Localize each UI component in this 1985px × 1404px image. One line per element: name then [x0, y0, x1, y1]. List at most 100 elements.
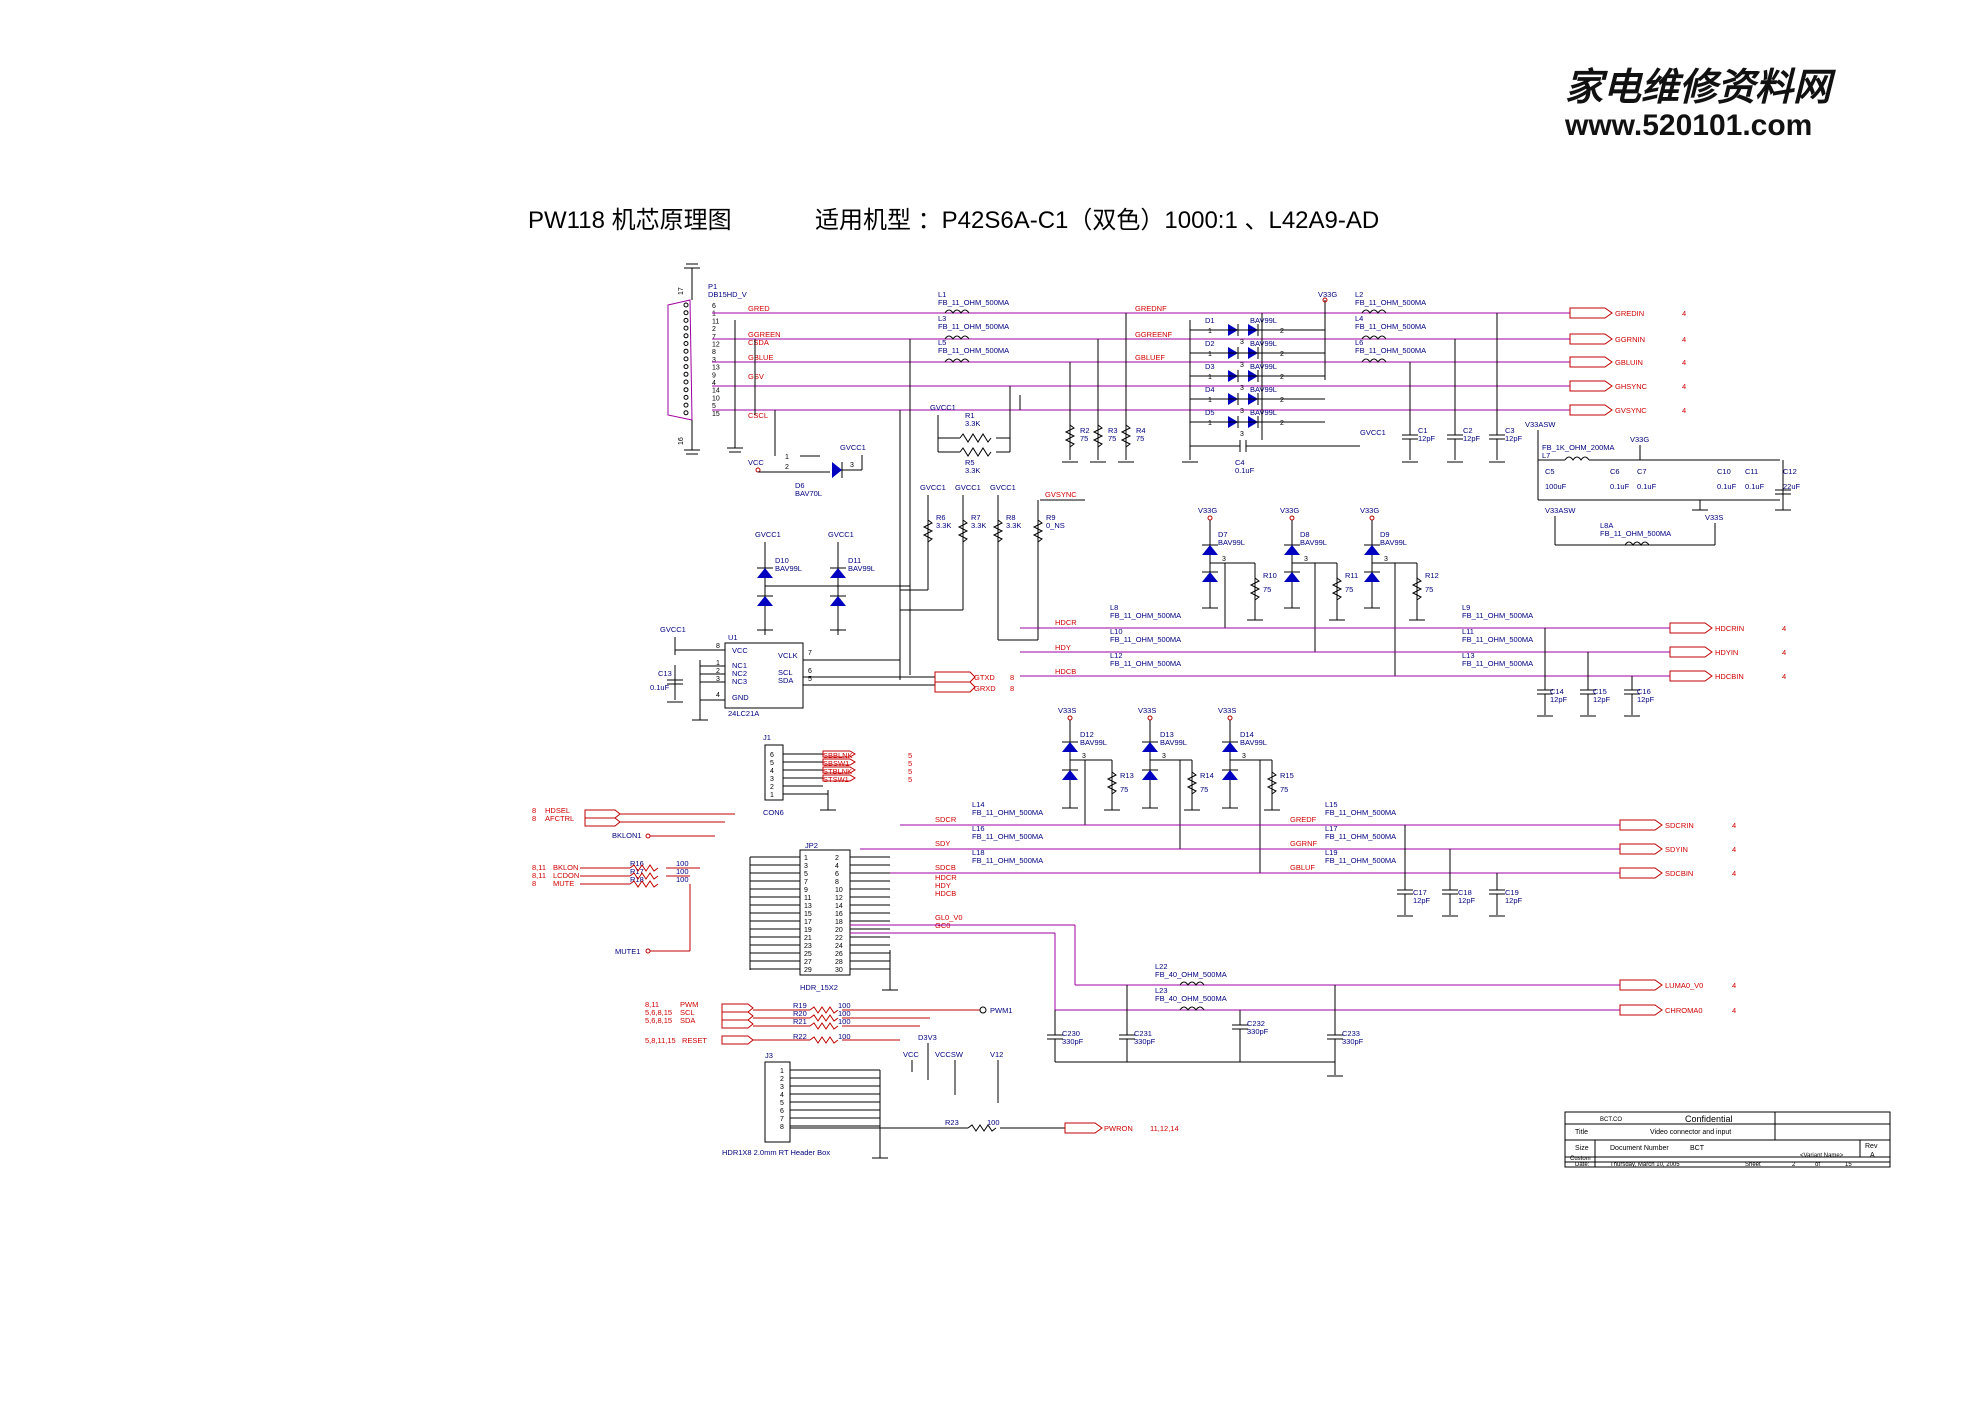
svg-text:L8: L8 [1110, 603, 1118, 612]
svg-text:GVCC1: GVCC1 [840, 443, 866, 452]
p1-pin-dot [683, 402, 689, 408]
port-label: HDYIN [1715, 648, 1738, 657]
page-title: PW118 机芯原理图 [528, 207, 732, 234]
p1-pin-dot [683, 317, 689, 323]
p1-pin: 3 [712, 357, 716, 364]
power-label: V33G [1198, 506, 1217, 515]
diode-value: BAV99L [1250, 362, 1277, 371]
svg-text:R18: R18 [630, 875, 644, 884]
svg-text:3: 3 [1222, 556, 1226, 563]
svg-text:5,6,8,15: 5,6,8,15 [645, 1016, 672, 1025]
svg-text:FB_11_OHM_500MA: FB_11_OHM_500MA [1110, 611, 1181, 620]
svg-text:VCC: VCC [903, 1050, 919, 1059]
svg-text:Size: Size [1575, 1145, 1589, 1152]
svg-text:VCLK: VCLK [778, 651, 798, 660]
svg-text:BAV99L: BAV99L [848, 564, 875, 573]
port-label: CHROMA0 [1665, 1006, 1703, 1015]
port-shape [1569, 356, 1613, 368]
power-label: V33S [1138, 706, 1156, 715]
jp2-pin: 27 [804, 959, 812, 966]
svg-text:HDCB: HDCB [1055, 667, 1076, 676]
svg-text:L22: L22 [1155, 962, 1168, 971]
svg-text:VCCSW: VCCSW [935, 1050, 964, 1059]
resistor-value: 75 [1200, 785, 1208, 794]
svg-text:330pF: 330pF [1247, 1027, 1269, 1036]
svg-text:3: 3 [1242, 753, 1246, 760]
j3-pin: 2 [780, 1076, 784, 1083]
diode-value: BAV99L [1250, 316, 1277, 325]
connector-jp2: JP2 HDR_15X2 135791113151719212325272924… [749, 841, 963, 992]
resistor-value: 75 [1425, 585, 1433, 594]
svg-text:GGRNF: GGRNF [1290, 839, 1318, 848]
resistor-ref: R10 [1263, 571, 1277, 580]
svg-text:R6: R6 [936, 513, 946, 522]
svg-text:L19: L19 [1325, 848, 1338, 857]
tb-docnum: BCT [1690, 1145, 1705, 1152]
p1-pin: 5 [712, 403, 716, 410]
svg-text:GRXD: GRXD [974, 684, 996, 693]
resistor-mark [1186, 771, 1198, 795]
svg-text:Sheet: Sheet [1745, 1162, 1761, 1168]
svg-text:R21: R21 [793, 1017, 807, 1026]
diode-value: BAV99L [1380, 538, 1407, 547]
svg-text:CON6: CON6 [763, 808, 784, 817]
svg-text:8: 8 [1010, 673, 1014, 682]
svg-text:12pF: 12pF [1418, 434, 1436, 443]
jp2-pin: 17 [804, 919, 812, 926]
j3-pin: 8 [780, 1124, 784, 1131]
svg-text:GVCC1: GVCC1 [660, 625, 686, 634]
diode-ref: D13 [1160, 730, 1174, 739]
svg-text:R17: R17 [630, 867, 644, 876]
svg-text:BAV70L: BAV70L [795, 489, 822, 498]
svg-text:HDSEL: HDSEL [545, 806, 570, 815]
svg-text:J3: J3 [765, 1051, 773, 1060]
svg-text:of: of [1815, 1162, 1820, 1168]
svg-text:FB_11_OHM_500MA: FB_11_OHM_500MA [972, 808, 1043, 817]
svg-text:1: 1 [1208, 351, 1212, 358]
svg-text:C16: C16 [1637, 687, 1651, 696]
resistor-mark [1249, 577, 1261, 601]
p1-pin: 10 [712, 395, 720, 402]
p1-pin-dot [683, 302, 689, 308]
svg-text:C14: C14 [1550, 687, 1564, 696]
eeprom-u1: GVCC1 U1 24LC21A VCC NC1 NC2 NC3 GND VCL… [650, 625, 935, 721]
svg-text:3: 3 [1240, 431, 1244, 438]
svg-text:2: 2 [1792, 1162, 1796, 1168]
p1-pin: 7 [712, 334, 716, 341]
svg-text:3: 3 [1240, 362, 1244, 369]
p1-pin-dot [683, 325, 689, 331]
jp2-pin: 25 [804, 951, 812, 958]
svg-text:12pF: 12pF [1505, 896, 1523, 905]
tb-title: Video connector and input [1650, 1129, 1731, 1136]
jp2-pin: 26 [835, 951, 843, 958]
diode-ref: D8 [1300, 530, 1310, 539]
jp2-pin: 18 [835, 919, 843, 926]
port-page: 4 [1782, 672, 1786, 681]
svg-text:L12: L12 [1110, 651, 1123, 660]
svg-text:BKLON: BKLON [553, 863, 578, 872]
svg-text:RESET: RESET [682, 1036, 707, 1045]
svg-text:5: 5 [908, 759, 912, 768]
svg-text:1: 1 [1208, 420, 1212, 427]
p1-pin: 8 [712, 349, 716, 356]
svg-text:100: 100 [838, 1009, 851, 1018]
p1-pin-dot [683, 364, 689, 370]
jp2-pin: 12 [835, 895, 843, 902]
svg-text:6: 6 [808, 668, 812, 675]
svg-text:12pF: 12pF [1550, 695, 1568, 704]
svg-text:GVCC1: GVCC1 [828, 530, 854, 539]
svg-text:VCC: VCC [748, 458, 764, 467]
svg-text:L18: L18 [972, 848, 985, 857]
svg-text:V33G: V33G [1318, 290, 1337, 299]
svg-text:3.3K: 3.3K [971, 521, 986, 530]
svg-text:3: 3 [1304, 556, 1308, 563]
jp2-pin: 19 [804, 927, 812, 934]
diode-mark [1222, 742, 1238, 752]
svg-text:Rev: Rev [1865, 1143, 1878, 1150]
diode-value: BAV99L [1080, 738, 1107, 747]
svg-text:SCL: SCL [778, 668, 793, 677]
svg-text:FB_11_OHM_500MA: FB_11_OHM_500MA [1325, 808, 1396, 817]
port-label: GGRNIN [1615, 335, 1645, 344]
